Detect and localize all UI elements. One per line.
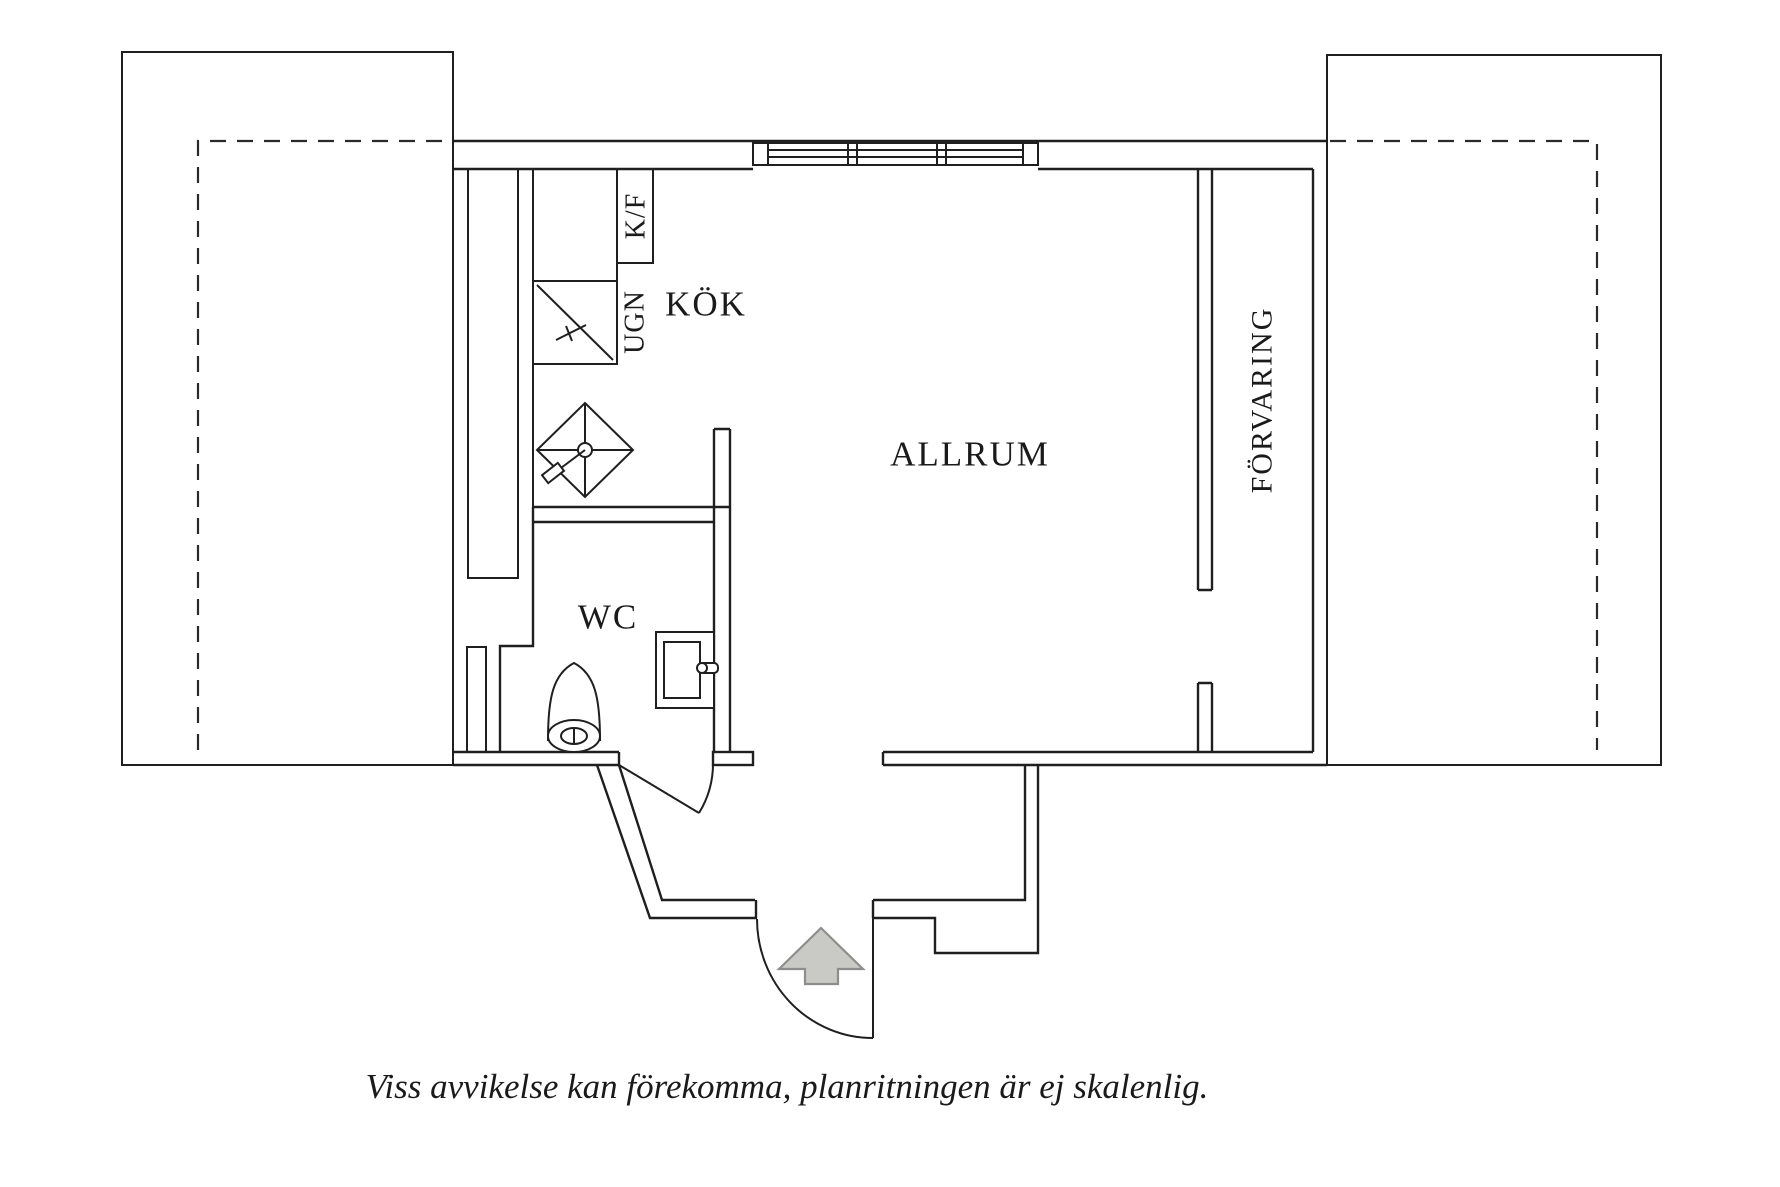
oven-unit	[532, 280, 618, 365]
wc-toilet-icon	[546, 661, 602, 753]
label-forvaring: FÖRVARING	[1246, 307, 1279, 494]
entry-vestibule-walls	[595, 764, 1040, 955]
left-building-outline	[121, 51, 454, 766]
apartment-walls	[453, 139, 1327, 767]
label-allrum: ALLRUM	[890, 435, 1050, 474]
label-kf: K/F	[621, 193, 652, 240]
wc-walls	[498, 427, 732, 752]
kitchen-tall-cabinet	[467, 168, 519, 579]
label-wc: WC	[578, 598, 638, 637]
entrance-arrow-icon	[776, 926, 866, 986]
entry-door	[756, 900, 874, 1039]
wc-sink-icon	[655, 631, 719, 709]
label-ugn: UGN	[620, 290, 651, 354]
floorplan-caption: Viss avvikelse kan förekomma, planritnin…	[366, 1067, 1209, 1106]
storage-walls	[1196, 169, 1214, 752]
right-building-dashed-boundary	[1330, 139, 1599, 750]
wc-door	[618, 762, 715, 814]
kitchen-sink-icon	[535, 401, 635, 499]
left-building-dashed-boundary	[196, 139, 447, 750]
right-building-outline	[1326, 54, 1662, 766]
window	[752, 142, 1039, 166]
label-kok: KÖK	[665, 285, 747, 324]
wc-door-arc	[698, 762, 715, 814]
wc-door-leaf	[618, 764, 700, 814]
fridge-freezer-unit	[616, 168, 654, 264]
hall-cabinet	[466, 646, 487, 753]
entry-door-arc	[756, 918, 874, 1039]
